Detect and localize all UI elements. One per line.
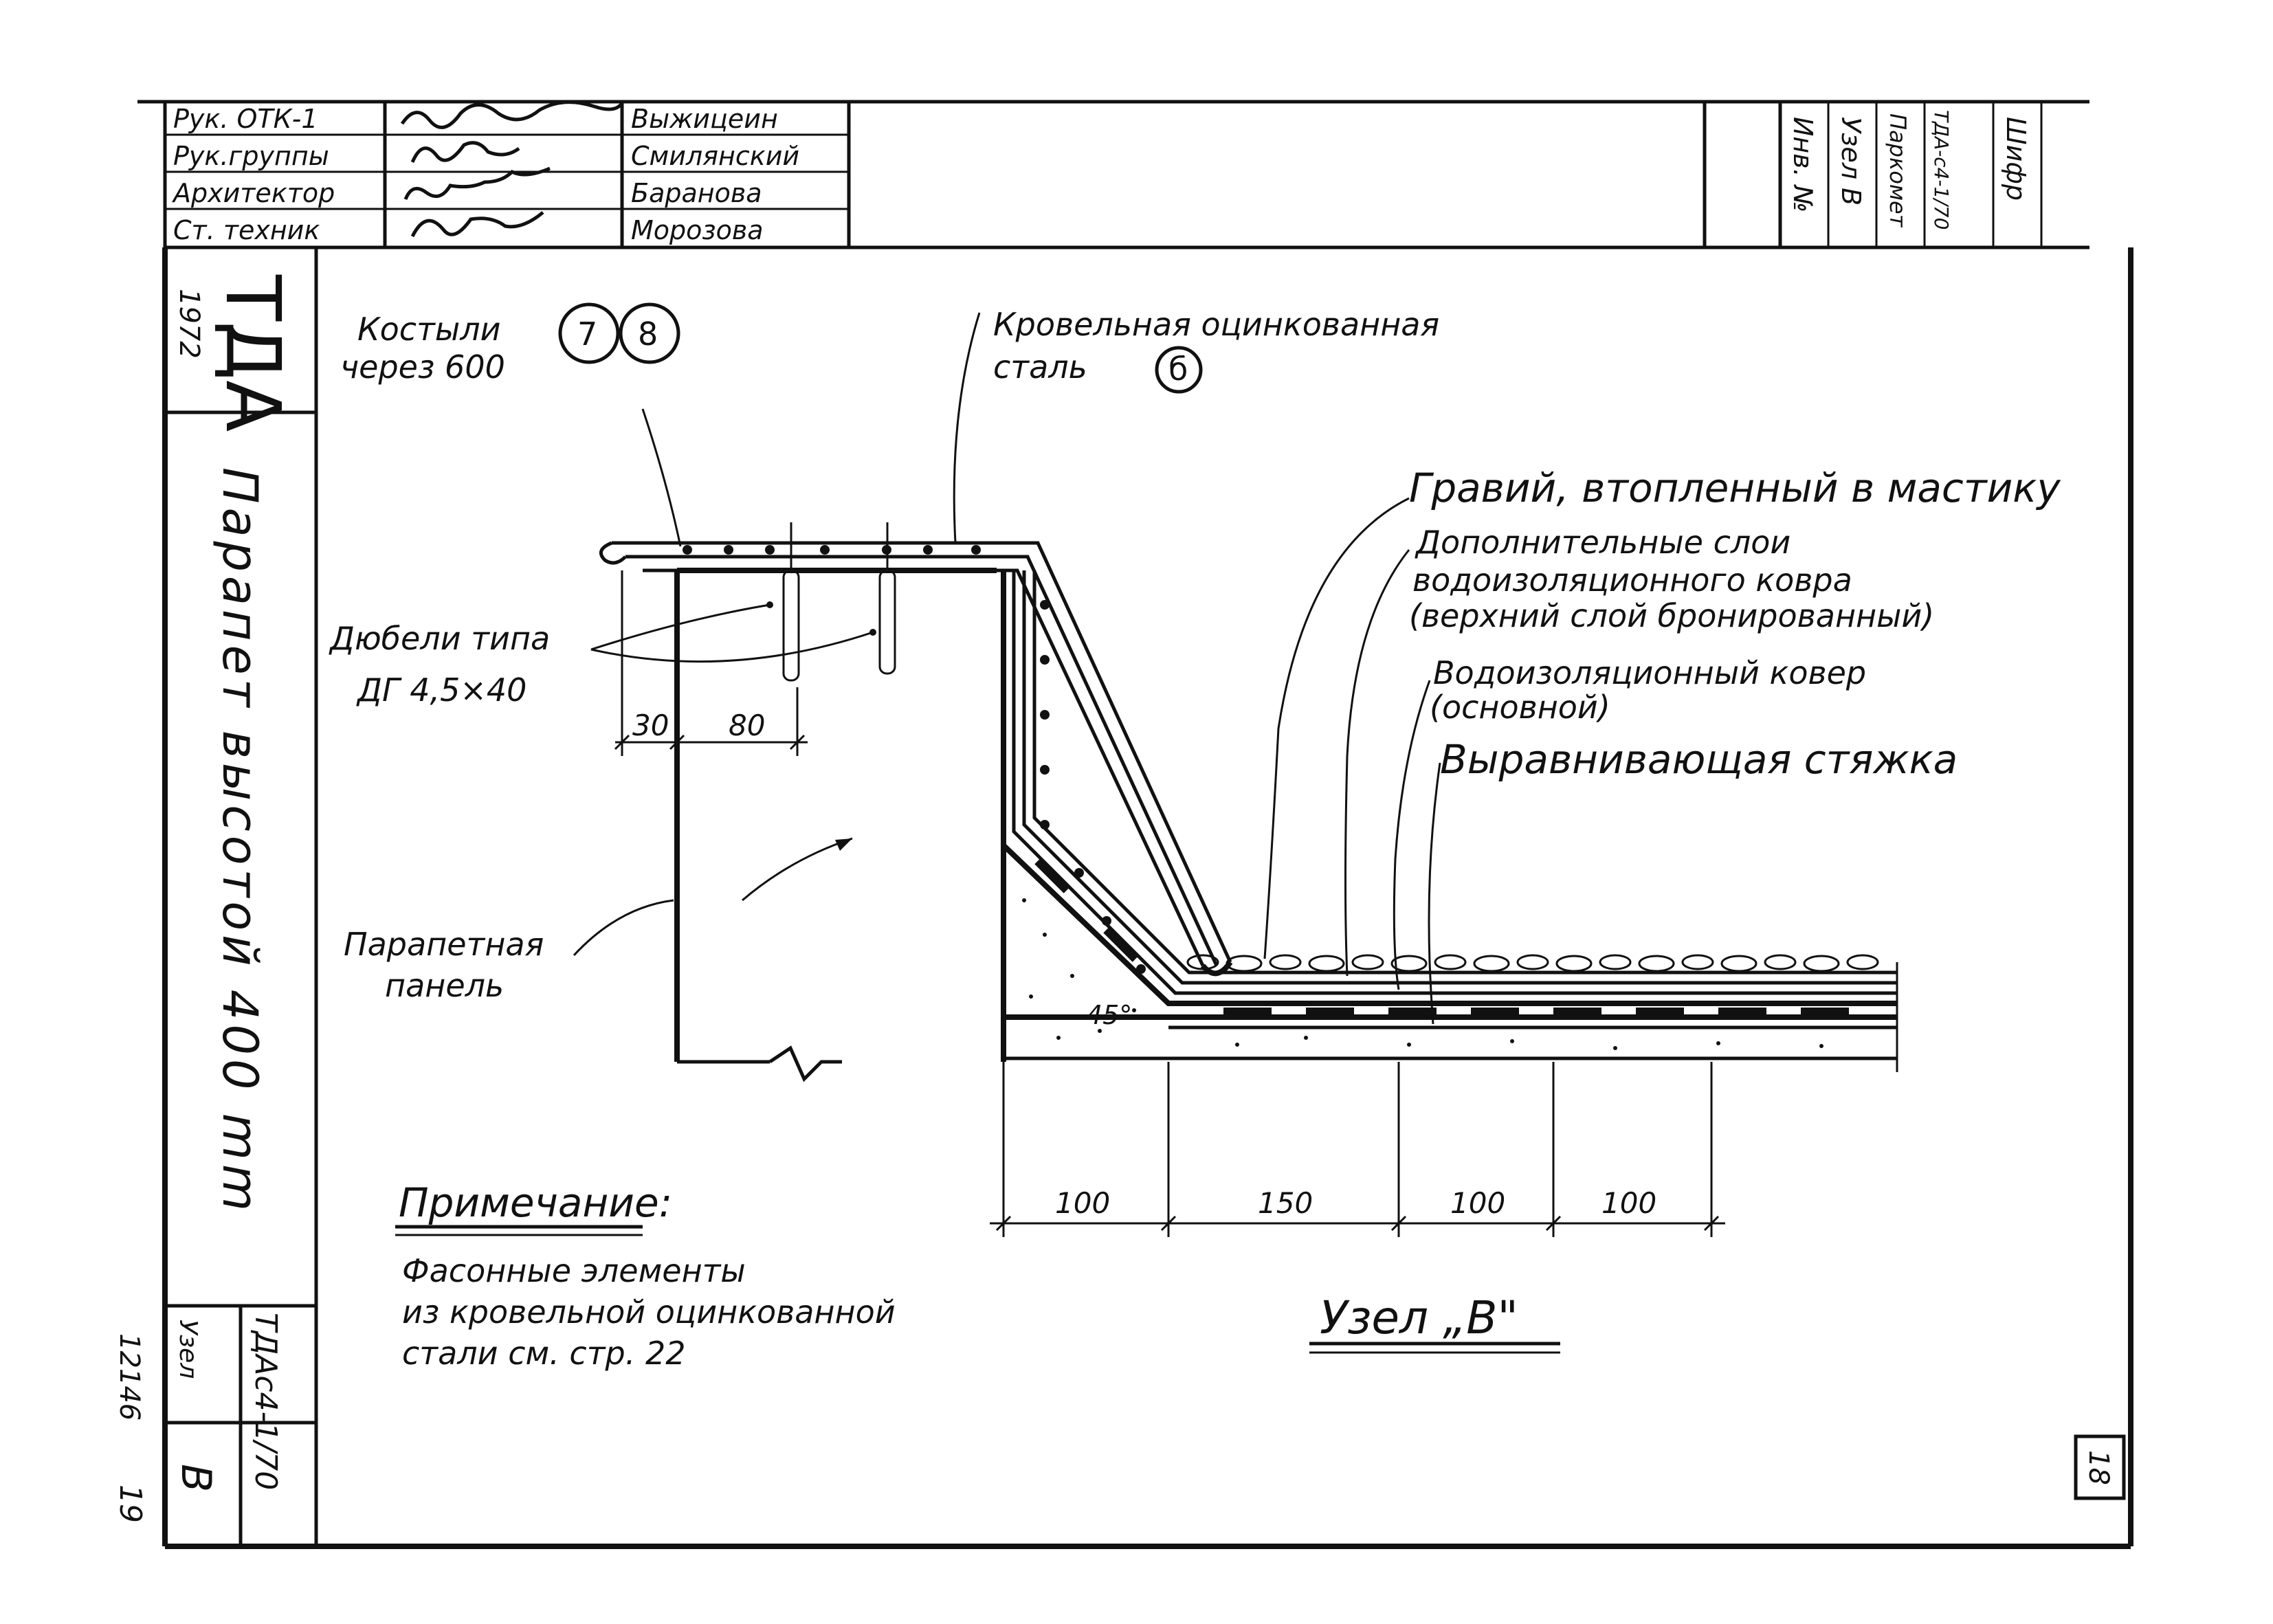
tb-name-4: Морозова <box>631 215 764 245</box>
callout-circle-7 <box>558 302 620 364</box>
archive-number: 12146 <box>113 1333 145 1421</box>
tb-col-inv: Инв. № <box>1788 117 1818 212</box>
tb-name-3: Баранова <box>631 178 762 208</box>
label-dowels-1: Дюбели типа <box>329 620 550 657</box>
label-steel-1: Кровельная оцинкованная <box>993 306 1439 343</box>
dim-top-30: 30 <box>632 709 669 742</box>
dim-bottom-100-a: 100 <box>1055 1186 1110 1220</box>
sheet-title: Парапет высотой 400 mm <box>212 467 268 1215</box>
tb-col-parkomet: Паркомет <box>1885 113 1911 228</box>
node-letter: В <box>172 1464 220 1492</box>
side-strip: ТДА 1972 Парапет высотой 400 mm ТДАс4-1/… <box>113 274 297 1523</box>
label-panel-2: панель <box>385 967 504 1004</box>
cap-flashing <box>599 541 1233 977</box>
tb-name-1: Выжицеин <box>631 104 778 134</box>
dimensions: 30 80 100 150 100 100 <box>614 570 1725 1237</box>
roof-layers <box>1001 570 1898 1072</box>
label-kostyli-1: Костыли <box>357 311 501 348</box>
label-screed: Выравнивающая стяжка <box>1440 736 1958 783</box>
tb-role-2: Рук.группы <box>173 141 329 171</box>
series-code: ТДАс4-1/70 <box>248 1313 283 1490</box>
tb-role-4: Ст. техник <box>173 215 320 245</box>
label-dowels-2: ДГ 4,5×40 <box>356 671 526 709</box>
tb-col-shifr: Шифр <box>2001 117 2031 201</box>
tb-name-2: Смилянский <box>631 141 799 171</box>
callout-8-number: 8 <box>638 315 658 353</box>
node-title-block: Узел „В" <box>1309 1291 1560 1354</box>
tb-role-1: Рук. ОТК-1 <box>173 104 318 134</box>
frame <box>162 247 2133 1549</box>
label-kostyli-2: через 600 <box>340 348 505 386</box>
screed-dots <box>1022 898 1823 1050</box>
label-extra-1: Дополнительные слои <box>1415 524 1790 561</box>
top-fasteners <box>683 545 981 555</box>
callout-circle-8 <box>619 302 680 364</box>
label-extra-2: водоизоляционного ковра <box>1412 561 1852 599</box>
dim-bottom-100-b: 100 <box>1450 1186 1505 1220</box>
series-label: Узел <box>174 1320 202 1379</box>
dim-bottom-150: 150 <box>1258 1186 1313 1220</box>
label-main-carpet-2: (основной) <box>1430 689 1610 726</box>
armoured-dashes <box>1034 859 1849 1014</box>
note-heading: Примечание: <box>399 1179 672 1226</box>
label-angle: 45° <box>1086 1000 1132 1030</box>
callouts: Костыли через 600 7 8 Кровельная оцинков… <box>329 302 2061 1030</box>
note-line-1: Фасонные элементы <box>402 1252 746 1289</box>
node-title: Узел „В" <box>1320 1291 1518 1344</box>
gravel <box>1186 954 1879 972</box>
signatures <box>400 100 624 238</box>
label-extra-3: (верхний слой бронированный) <box>1409 597 1934 634</box>
logo-tda: ТДА <box>209 274 297 432</box>
page-number: 19 <box>113 1484 148 1523</box>
callout-7-number: 7 <box>577 315 597 353</box>
label-panel-1: Парапетная <box>344 926 544 963</box>
corner-mark-number: 18 <box>2083 1450 2114 1485</box>
tb-col-code: ТДА-с4-1/70 <box>1930 110 1953 230</box>
label-gravel: Гравий, втопленный в мастику <box>1409 465 2061 511</box>
callout-circle-steel <box>1155 346 1203 394</box>
corner-mark: 18 <box>2074 1434 2126 1500</box>
dim-top-80: 80 <box>729 709 765 742</box>
note-line-2: из кровельной оцинкованной <box>402 1293 896 1331</box>
leaders <box>573 312 1441 1025</box>
title-block: Рук. ОТК-1 Рук.группы Архитектор Ст. тех… <box>137 100 2089 249</box>
dowels <box>782 522 896 682</box>
tb-col-node: Узел В <box>1836 117 1866 205</box>
parapet-panel <box>674 568 1006 1082</box>
note-line-3: стали см. стр. 22 <box>402 1335 686 1372</box>
label-main-carpet-1: Водоизоляционный ковер <box>1433 654 1866 691</box>
label-steel-2: сталь <box>993 348 1087 386</box>
tb-role-3: Архитектор <box>171 178 335 208</box>
label-steel-mark: б <box>1168 351 1188 388</box>
year: 1972 <box>173 289 205 359</box>
note: Примечание: Фасонные элементы из кровель… <box>395 1179 896 1372</box>
dim-bottom-100-c: 100 <box>1601 1186 1656 1220</box>
